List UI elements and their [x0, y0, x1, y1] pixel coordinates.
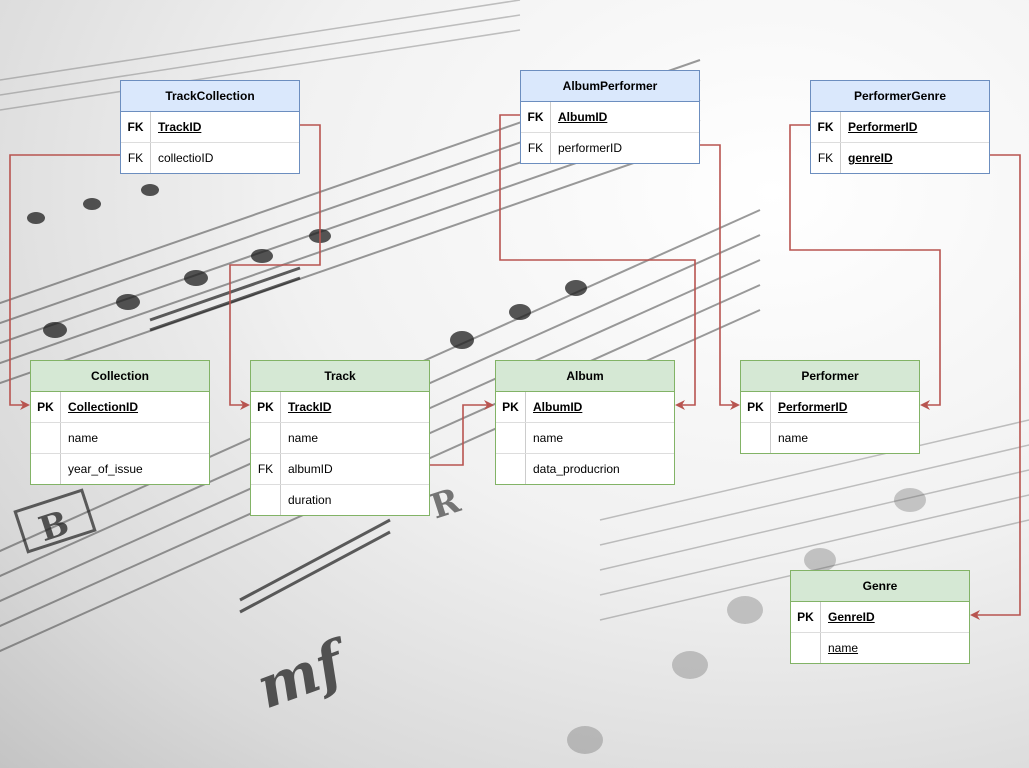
table-row[interactable]: FK AlbumID — [521, 102, 699, 133]
key-badge: PK — [31, 392, 61, 422]
key-badge: FK — [121, 143, 151, 173]
field-name: name — [533, 431, 564, 445]
table-title: Collection — [31, 361, 209, 392]
table-track[interactable]: Track PK TrackID name FK albumID duratio… — [250, 360, 430, 516]
field-name: name — [68, 431, 99, 445]
table-performer[interactable]: Performer PK PerformerID name — [740, 360, 920, 454]
table-row[interactable]: PK CollectionID — [31, 392, 209, 423]
key-badge: FK — [521, 102, 551, 132]
field-name: TrackID — [288, 400, 332, 414]
table-trackcollection[interactable]: TrackCollection FK TrackID FK collectioI… — [120, 80, 300, 174]
table-row[interactable]: FK TrackID — [121, 112, 299, 143]
table-row[interactable]: PK GenreID — [791, 602, 969, 633]
field-name: GenreID — [828, 610, 875, 624]
table-genre[interactable]: Genre PK GenreID name — [790, 570, 970, 664]
field-name: name — [778, 431, 809, 445]
field-name: AlbumID — [558, 110, 608, 124]
key-badge — [251, 485, 281, 515]
table-row[interactable]: FK collectioID — [121, 143, 299, 173]
table-collection[interactable]: Collection PK CollectionID name year_of_… — [30, 360, 210, 485]
field-name: name — [288, 431, 319, 445]
table-row[interactable]: year_of_issue — [31, 454, 209, 484]
field-name: data_producrion — [533, 462, 620, 476]
table-title: TrackCollection — [121, 81, 299, 112]
field-name: performerID — [558, 141, 623, 155]
field-name: collectioID — [158, 151, 214, 165]
table-row[interactable]: duration — [251, 485, 429, 515]
table-row[interactable]: PK PerformerID — [741, 392, 919, 423]
key-badge: FK — [251, 454, 281, 484]
table-row[interactable]: PK TrackID — [251, 392, 429, 423]
key-badge — [741, 423, 771, 453]
key-badge: PK — [791, 602, 821, 632]
key-badge — [496, 423, 526, 453]
svg-text:B: B — [34, 503, 74, 550]
table-row[interactable]: FK genreID — [811, 143, 989, 173]
key-badge: FK — [521, 133, 551, 163]
table-row[interactable]: FK albumID — [251, 454, 429, 485]
svg-text:R: R — [426, 480, 466, 527]
field-name: year_of_issue — [68, 462, 143, 476]
table-row[interactable]: name — [496, 423, 674, 454]
table-title: Performer — [741, 361, 919, 392]
table-performergenre[interactable]: PerformerGenre FK PerformerID FK genreID — [810, 80, 990, 174]
table-row[interactable]: name — [251, 423, 429, 454]
table-row[interactable]: PK AlbumID — [496, 392, 674, 423]
key-badge — [251, 423, 281, 453]
key-badge: FK — [811, 112, 841, 142]
table-title: Genre — [791, 571, 969, 602]
table-row[interactable]: name — [31, 423, 209, 454]
table-title: PerformerGenre — [811, 81, 989, 112]
key-badge — [791, 633, 821, 663]
field-name: PerformerID — [848, 120, 918, 134]
key-badge: PK — [496, 392, 526, 422]
key-badge: PK — [251, 392, 281, 422]
key-badge: PK — [741, 392, 771, 422]
key-badge — [31, 423, 61, 453]
key-badge — [496, 454, 526, 484]
field-name: PerformerID — [778, 400, 848, 414]
field-name: name — [828, 641, 859, 655]
table-row[interactable]: FK PerformerID — [811, 112, 989, 143]
key-badge: FK — [121, 112, 151, 142]
field-name: duration — [288, 493, 332, 507]
table-row[interactable]: name — [791, 633, 969, 663]
table-row[interactable]: name — [741, 423, 919, 453]
field-name: AlbumID — [533, 400, 583, 414]
table-albumperformer[interactable]: AlbumPerformer FK AlbumID FK performerID — [520, 70, 700, 164]
table-title: Track — [251, 361, 429, 392]
field-name: CollectionID — [68, 400, 139, 414]
table-title: AlbumPerformer — [521, 71, 699, 102]
table-title: Album — [496, 361, 674, 392]
table-album[interactable]: Album PK AlbumID name data_producrion — [495, 360, 675, 485]
key-badge — [31, 454, 61, 484]
svg-text:mf: mf — [248, 626, 361, 723]
table-row[interactable]: FK performerID — [521, 133, 699, 163]
field-name: albumID — [288, 462, 333, 476]
field-name: genreID — [848, 151, 893, 165]
key-badge: FK — [811, 143, 841, 173]
field-name: TrackID — [158, 120, 202, 134]
table-row[interactable]: data_producrion — [496, 454, 674, 484]
